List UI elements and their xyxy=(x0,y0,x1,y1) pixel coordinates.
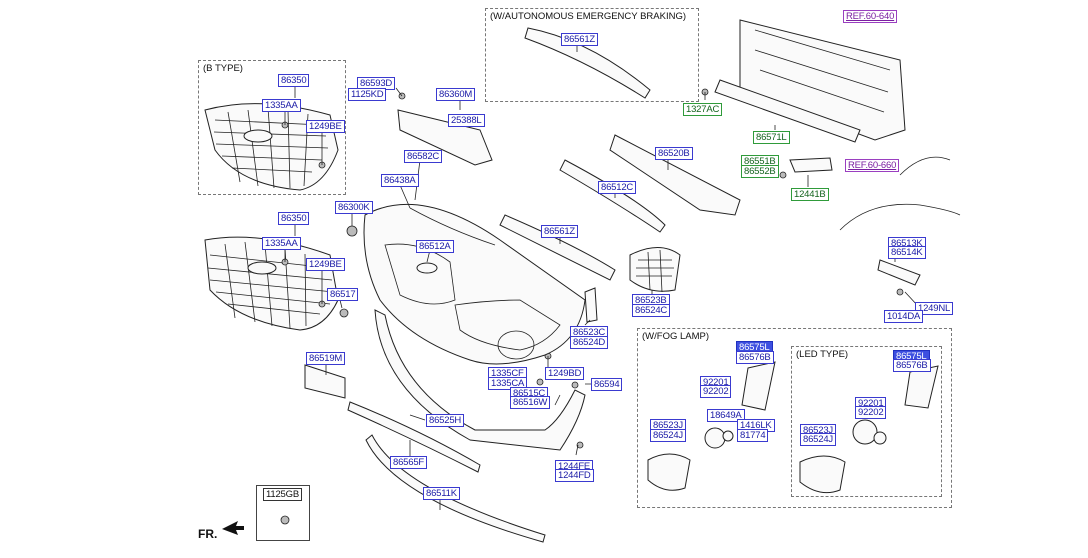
fog-cover-mesh xyxy=(636,249,674,293)
b-type-caption: (B TYPE) xyxy=(203,63,243,74)
radiator-support xyxy=(714,19,906,143)
lower-trim xyxy=(347,401,481,473)
part-label-86594[interactable]: 86594 xyxy=(591,378,623,391)
upper-strip xyxy=(409,207,496,246)
part-label-1249be[interactable]: 1249BE xyxy=(306,258,345,271)
part-label-86571l[interactable]: 86571L xyxy=(753,131,790,144)
fog-lamp-box xyxy=(637,328,952,508)
part-label-86524j[interactable]: 86524J xyxy=(650,429,686,442)
part-label-1335cf[interactable]: 1335CF xyxy=(488,367,527,380)
front-arrow-icon xyxy=(222,521,244,535)
ref-60-660-link[interactable]: REF.60-660 xyxy=(845,159,900,172)
part-label-86350[interactable]: 86350 xyxy=(278,212,310,225)
bolt-legend-box xyxy=(256,485,310,541)
part-label-86565f[interactable]: 86565F xyxy=(390,456,428,469)
led-type-box xyxy=(791,346,942,497)
part-label-1249be[interactable]: 1249BE xyxy=(306,120,345,133)
part-label-81774[interactable]: 81774 xyxy=(737,429,769,442)
part-label-86350[interactable]: 86350 xyxy=(278,74,310,87)
part-label-1125kd[interactable]: 1125KD xyxy=(348,88,387,101)
part-label-1335aa[interactable]: 1335AA xyxy=(262,237,301,250)
grille-b-type xyxy=(204,103,339,191)
part-label-86576b[interactable]: 86576B xyxy=(736,351,774,364)
led-type-caption: (LED TYPE) xyxy=(796,349,849,360)
part-label-86552b[interactable]: 86552B xyxy=(741,165,779,178)
side-bracket xyxy=(789,157,833,173)
aeb-caption: (W/AUTONOMOUS EMERGENCY BRAKING) xyxy=(490,11,686,22)
part-label-86524d[interactable]: 86524D xyxy=(570,336,609,349)
part-label-1244fd[interactable]: 1244FD xyxy=(555,469,594,482)
part-label-86514k[interactable]: 86514K xyxy=(888,246,926,259)
part-label-18649a[interactable]: 18649A xyxy=(707,409,745,422)
part-label-86524j[interactable]: 86524J xyxy=(800,433,836,446)
part-label-1125gb[interactable]: 1125GB xyxy=(263,488,302,501)
part-label-86360m[interactable]: 86360M xyxy=(436,88,476,101)
part-label-1327ac[interactable]: 1327AC xyxy=(683,103,723,116)
part-label-12441b[interactable]: 12441B xyxy=(791,188,829,201)
part-label-1335ca[interactable]: 1335CA xyxy=(488,377,528,390)
part-label-86511k[interactable]: 86511K xyxy=(423,487,460,500)
lower-skid xyxy=(374,309,586,451)
lower-lip xyxy=(365,434,546,543)
part-label-86516w[interactable]: 86516W xyxy=(510,396,551,409)
part-label-86517[interactable]: 86517 xyxy=(327,288,359,301)
part-label-1249nl[interactable]: 1249NL xyxy=(915,302,954,315)
part-label-86300k[interactable]: 86300K xyxy=(335,201,373,214)
part-label-92202[interactable]: 92202 xyxy=(855,406,887,419)
part-label-92202[interactable]: 92202 xyxy=(700,385,732,398)
fog-lamp-caption: (W/FOG LAMP) xyxy=(642,331,710,342)
part-label-86438a[interactable]: 86438A xyxy=(381,174,419,187)
part-label-86524c[interactable]: 86524C xyxy=(632,304,671,317)
b-type-box xyxy=(198,60,346,195)
part-label-1249bd[interactable]: 1249BD xyxy=(545,367,585,380)
grille-lower xyxy=(204,236,339,331)
part-label-1014da[interactable]: 1014DA xyxy=(884,310,924,323)
part-label-86512a[interactable]: 86512A xyxy=(416,240,454,253)
front-indicator: FR. xyxy=(198,527,218,541)
part-label-86576b[interactable]: 86576B xyxy=(893,359,931,372)
fog-lamp-parts xyxy=(647,361,939,494)
ref-60-640-link[interactable]: REF.60-640 xyxy=(843,10,898,23)
energy-absorber xyxy=(609,134,741,216)
fog-cover xyxy=(629,247,681,292)
part-label-86561z[interactable]: 86561Z xyxy=(541,225,579,238)
fender xyxy=(839,156,961,231)
aeb-box xyxy=(485,8,699,102)
part-label-1335aa[interactable]: 1335AA xyxy=(262,99,301,112)
part-label-86582c[interactable]: 86582C xyxy=(404,150,443,163)
license-plate-bracket xyxy=(304,364,346,399)
fender-bracket xyxy=(877,259,921,286)
side-bracket-small xyxy=(584,287,598,323)
part-label-86561z[interactable]: 86561Z xyxy=(561,33,599,46)
part-label-86519m[interactable]: 86519M xyxy=(306,352,346,365)
part-label-86520b[interactable]: 86520B xyxy=(655,147,693,160)
part-label-86525h[interactable]: 86525H xyxy=(426,414,465,427)
part-label-25388l[interactable]: 25388L xyxy=(448,114,485,127)
part-label-86512c[interactable]: 86512C xyxy=(598,181,637,194)
